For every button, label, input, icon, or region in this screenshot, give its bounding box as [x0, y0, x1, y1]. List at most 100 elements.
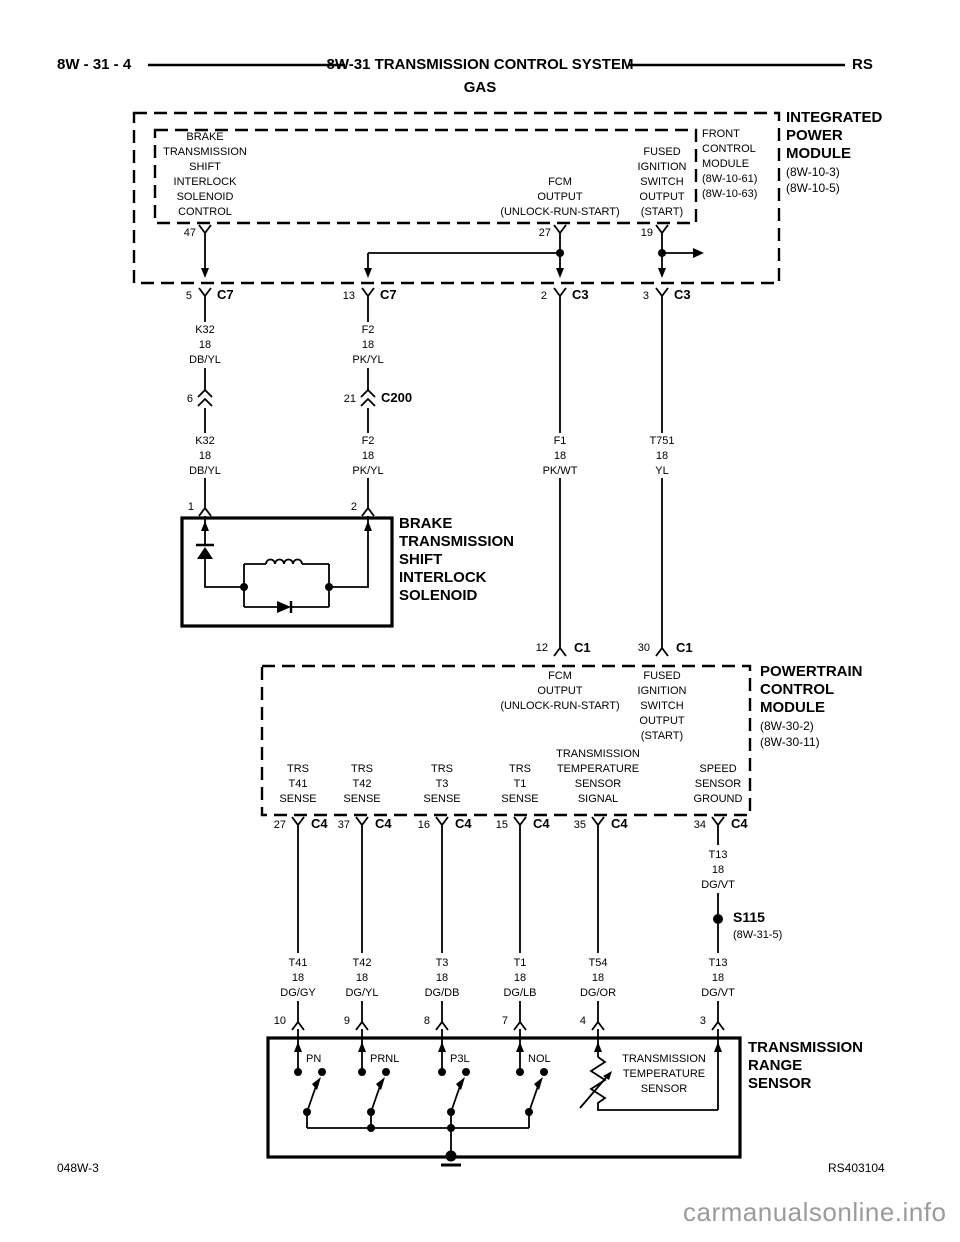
inline-connector-pin: 6: [186, 393, 193, 405]
pcm-c4-label: TRS T42 SENSE: [343, 763, 381, 805]
btsi-pin1-connector-icon: [198, 499, 212, 517]
pcm-c4-label: TRANSMISSION TEMPERATURE SENSOR SIGNAL: [556, 748, 640, 805]
fcm-box: [153, 128, 698, 225]
connector-pin-number: 27: [273, 819, 286, 831]
connector-name: C7: [217, 287, 234, 302]
connector-name: C4: [611, 816, 628, 831]
ipm-module-refs: (8W-10-3) (8W-10-5): [786, 165, 840, 195]
trs-pin-number: 8: [423, 1015, 430, 1027]
connector-c7-13-icon: [361, 287, 375, 305]
fcm-pin19-connector-icon: [655, 224, 669, 242]
connector-pin-number: 13: [342, 290, 355, 302]
pcm-c4-34-icon: [711, 816, 725, 834]
wire-label-t54: T54 18 DG/OR: [579, 957, 617, 999]
connector-pin-number: 2: [540, 290, 547, 302]
trs-internal-circuit: [294, 1056, 718, 1167]
connector-name: C3: [674, 287, 691, 302]
splice-s115-dot: [713, 914, 723, 924]
trs-pin4-icon: [591, 1013, 605, 1031]
connector-pin-number: 5: [185, 290, 192, 302]
pcm-c4-label: TRS T1 SENSE: [501, 763, 539, 805]
connector-name: C4: [311, 816, 328, 831]
solenoid-coil-icon: [265, 558, 303, 565]
temp-sensor-label: TRANSMISSION TEMPERATURE SENSOR: [622, 1053, 706, 1095]
fcm-module-refs: (8W-10-61) (8W-10-63): [702, 173, 758, 200]
header-title: 8W-31 TRANSMISSION CONTROL SYSTEM: [326, 56, 634, 73]
fcm-pin19-label: FUSED IGNITION SWITCH OUTPUT (START): [637, 146, 687, 218]
switch-arm-arrow-icon: [376, 1077, 385, 1090]
trs-pin-number: 3: [699, 1015, 706, 1027]
btsi-solenoid-box: [180, 516, 394, 628]
connector-pin-number: 35: [573, 819, 586, 831]
pcm-c1-12-icon: [553, 639, 567, 657]
fcm-pin27-connector-icon: [553, 224, 567, 242]
trs-pin-number: 4: [579, 1015, 586, 1027]
wire-direction-arrows: [201, 248, 722, 1052]
pcm-c4-label: TRS T3 SENSE: [423, 763, 461, 805]
pcm-c4-label: TRS T41 SENSE: [279, 763, 317, 805]
inline-connector-name: C200: [381, 390, 413, 405]
inline-connector-pin: 21: [343, 393, 356, 405]
connector-c3-3-icon: [655, 287, 669, 305]
switch-label-nol: NOL: [528, 1053, 551, 1065]
splice-s115-ref: (8W-31-5): [733, 929, 783, 941]
connector-c7-5-icon: [198, 287, 212, 305]
pcm-c4-15-icon: [513, 816, 527, 834]
switch-arm-arrow-icon: [534, 1077, 543, 1090]
temp-sensor-resistor-icon: [579, 1056, 718, 1111]
watermark-text: carmanualsonline.info: [683, 1197, 947, 1227]
pcm-c4-27-icon: [291, 816, 305, 834]
footer-sheet-code: 048W-3: [57, 1161, 99, 1175]
pin19-branch-arrow-icon: [693, 248, 704, 258]
wire-label-t42: T42 18 DG/YL: [345, 957, 379, 999]
variable-resistor-arrow-icon: [603, 1071, 612, 1080]
pcm-c4-label: SPEED SENSOR GROUND: [693, 763, 743, 805]
pcm-box: [260, 664, 752, 817]
connector-pin-number: 12: [535, 642, 548, 654]
connector-name: C1: [574, 640, 591, 655]
fcm-pin19-number: 19: [640, 227, 653, 239]
inline-connector-6-icon: [197, 389, 213, 407]
pcm-c4-16-icon: [435, 816, 449, 834]
btsi-pin2-connector-icon: [361, 499, 375, 517]
ipm-module-name: INTEGRATED POWER MODULE: [786, 109, 883, 162]
trs-pin-number: 7: [501, 1015, 508, 1027]
ipm-box: [132, 111, 781, 285]
fcm-pin47-label: BRAKE TRANSMISSION SHIFT INTERLOCK SOLEN…: [163, 131, 247, 218]
connector-name: C7: [380, 287, 397, 302]
junction-dot: [658, 249, 666, 257]
pcm-c1-30-label: FUSED IGNITION SWITCH OUTPUT (START): [637, 670, 687, 742]
wire-label-t13-lower: T13 18 DG/VT: [701, 957, 735, 999]
switch-arm-arrow-icon: [456, 1077, 465, 1090]
connector-pin-number: 30: [637, 642, 650, 654]
wire-label-k32-lower: K32 18 DB/YL: [189, 435, 221, 477]
connector-name: C4: [455, 816, 472, 831]
connector-pin-number: 3: [642, 290, 649, 302]
trs-pin3-icon: [711, 1013, 725, 1031]
pcm-module-refs: (8W-30-2) (8W-30-11): [760, 719, 820, 749]
btsi-pin-number: 2: [350, 501, 357, 513]
trs-pin7-icon: [513, 1013, 527, 1031]
diode-right-icon: [277, 601, 291, 613]
pcm-c4-35-icon: [591, 816, 605, 834]
trs-pin10-icon: [291, 1013, 305, 1031]
trs-pin8-icon: [435, 1013, 449, 1031]
junction-dot: [556, 249, 564, 257]
wire-label-f1: F1 18 PK/WT: [542, 435, 578, 477]
wire-label-f2-lower: F2 18 PK/YL: [352, 435, 384, 477]
wire-label-t41: T41 18 DG/GY: [280, 957, 316, 999]
connector-pin-number: 34: [693, 819, 706, 831]
diode-up-icon: [197, 547, 213, 559]
pcm-c4-37-icon: [355, 816, 369, 834]
trs-module-name: TRANSMISSION RANGE SENSOR: [748, 1039, 864, 1092]
btsi-internal-circuit: [196, 543, 333, 613]
wire-label-f2-upper: F2 18 PK/YL: [352, 324, 384, 366]
switch-label-prnl: PRNL: [370, 1053, 400, 1065]
ground-dot-icon: [445, 1150, 457, 1162]
connector-pin-number: 37: [337, 819, 350, 831]
connector-name: C1: [676, 640, 693, 655]
fcm-pin27-label: FCM OUTPUT (UNLOCK-RUN-START): [500, 176, 620, 218]
trs-pin-number: 10: [273, 1015, 286, 1027]
